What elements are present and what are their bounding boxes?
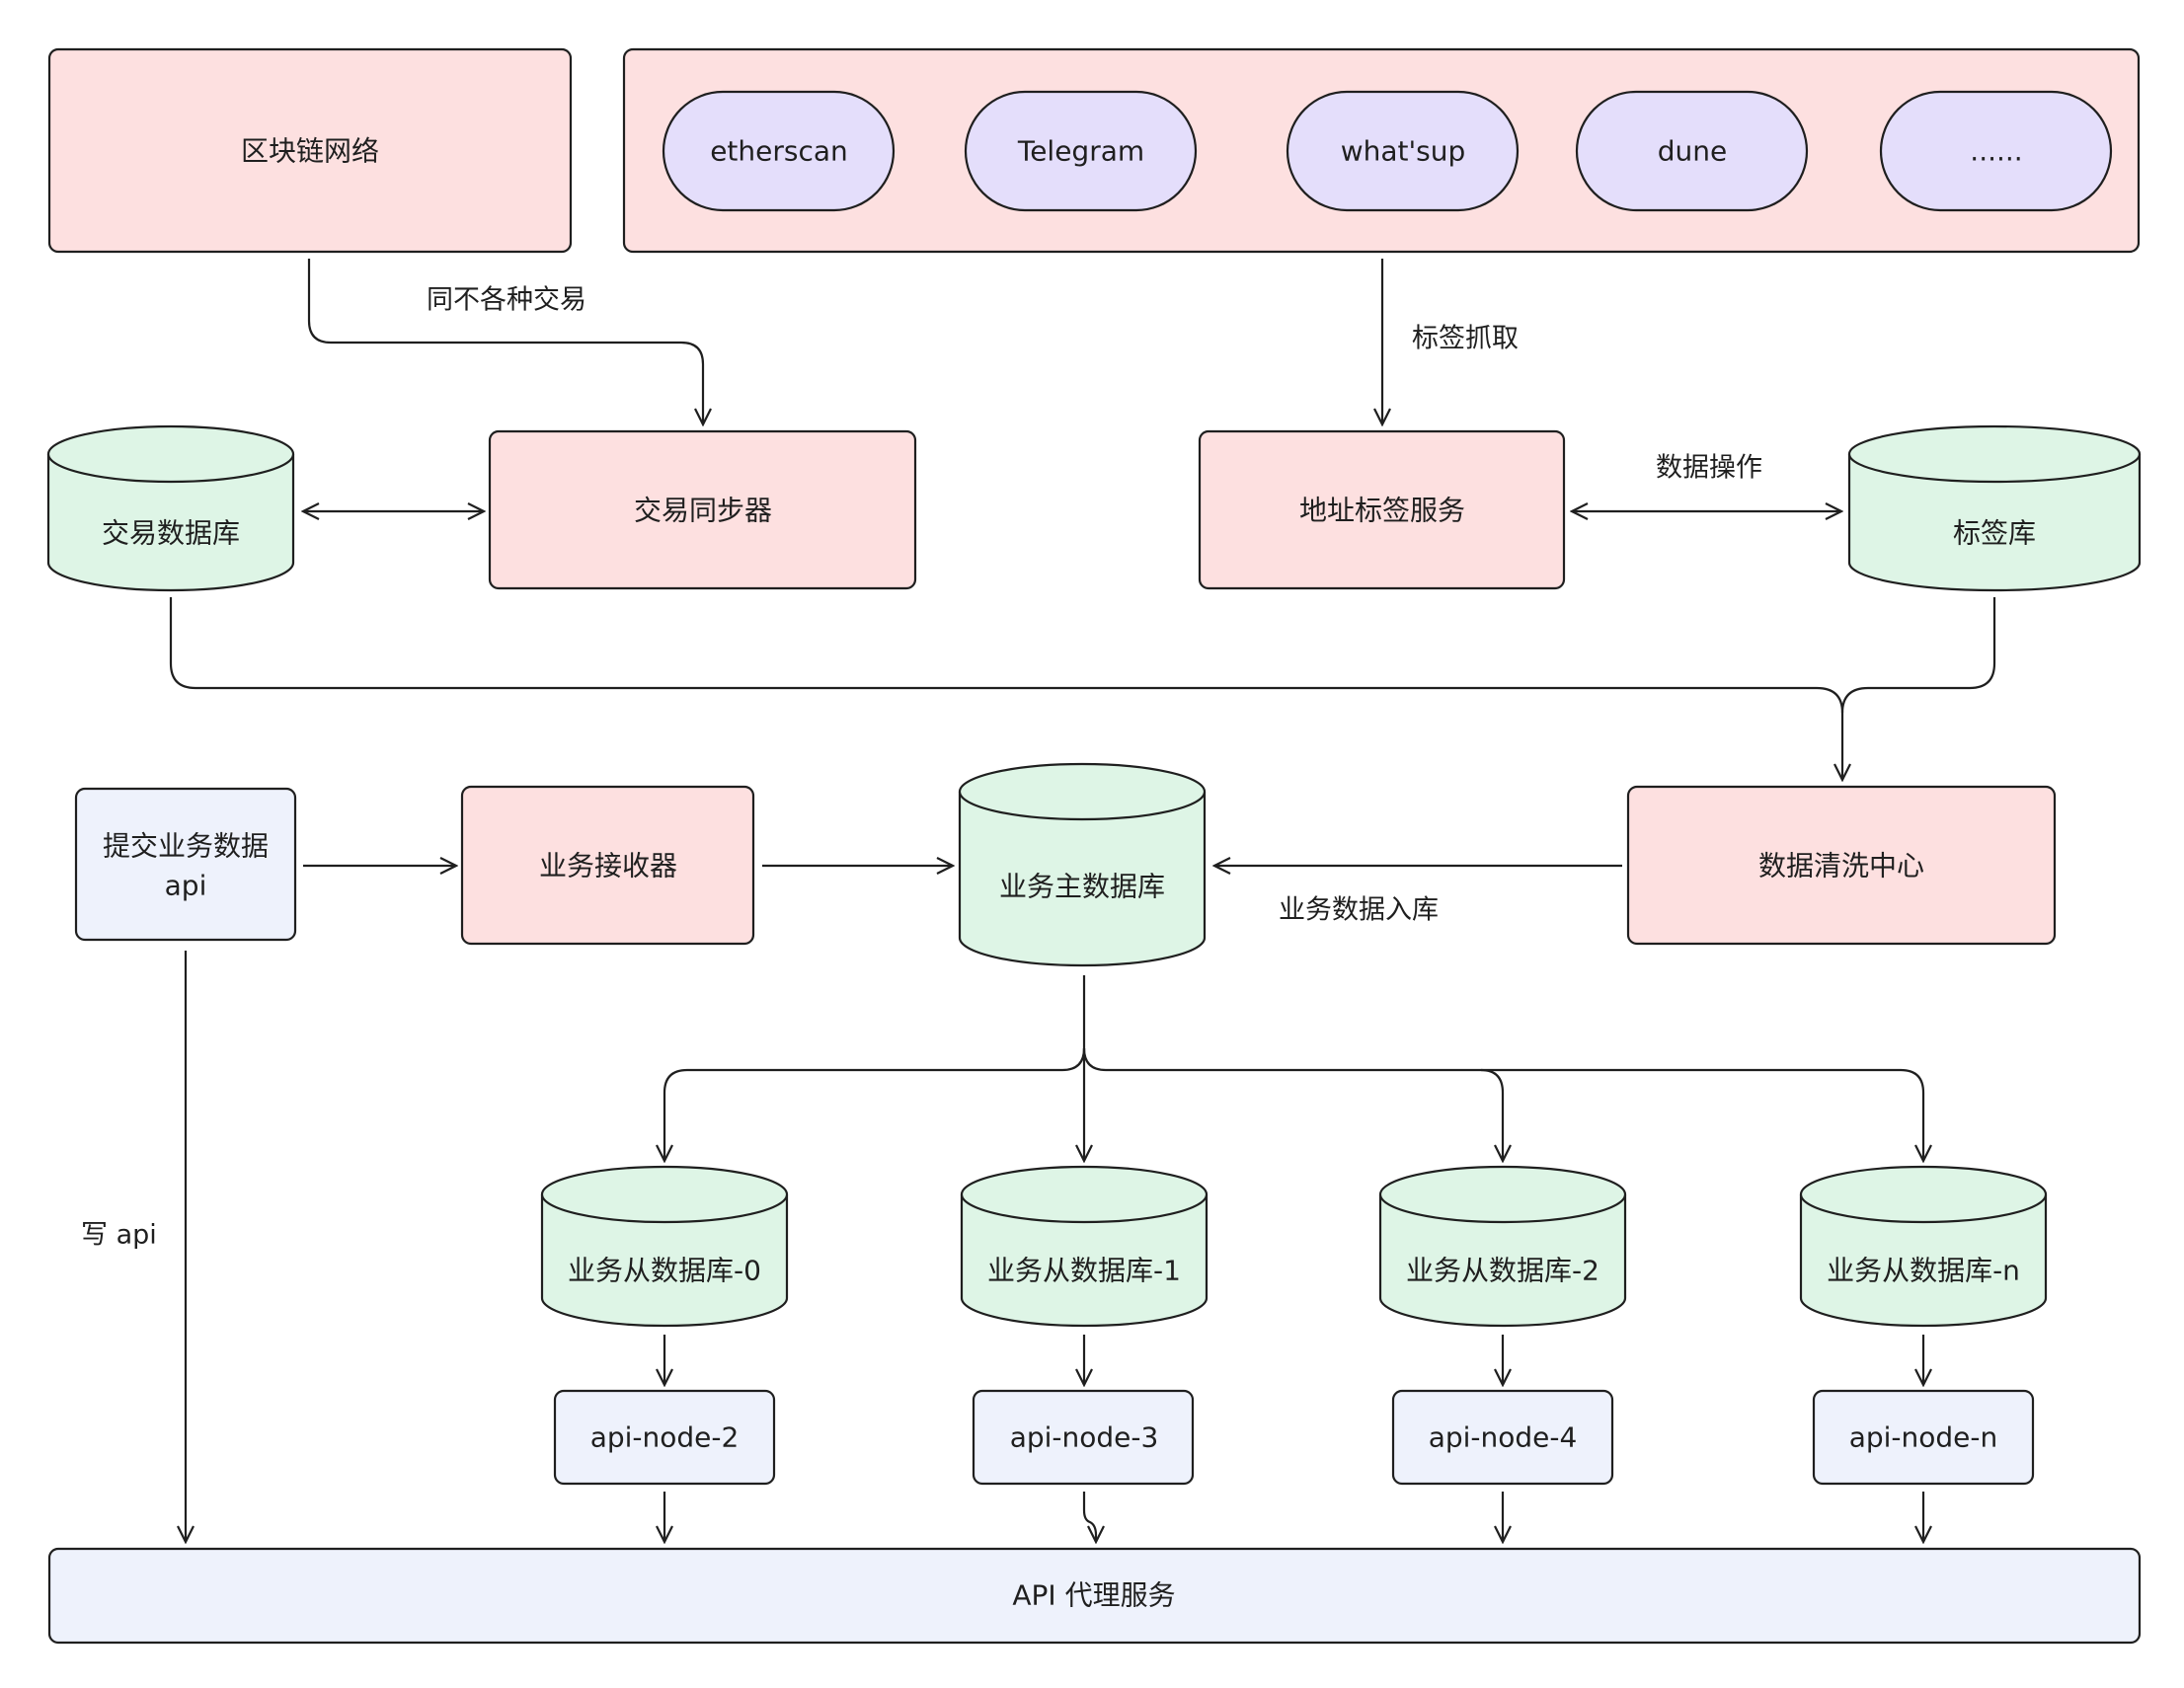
source-etherscan-node [662,90,896,212]
submit-api-label-line1: 提交业务数据 [103,830,269,863]
api-node-3-node [972,1389,1195,1486]
api-node-n-node [1812,1389,2035,1486]
replica-1-label: 业务从数据库-1 [987,1255,1181,1287]
source-dune-node [1575,90,1809,212]
api-node-3-label: api-node-3 [1010,1421,1159,1454]
api-node-4-label: api-node-4 [1429,1421,1578,1454]
data-cleaning-center-label: 数据清洗中心 [1758,850,1924,882]
source-more-node [1879,90,2113,212]
edge-master-to-replica-n [1481,1068,1923,1161]
edge-labels: 同不各种交易 标签抓取 数据操作 业务数据入库 写 api [81,285,1762,1251]
source-telegram-node [964,90,1198,212]
business-replica-db-2-node [1378,1165,1627,1328]
address-label-service-node [1198,429,1566,590]
whatsup-label: what'sup [1341,135,1466,168]
business-receiver-label: 业务接收器 [539,850,677,882]
edge-label-sync-tx: 同不各种交易 [427,285,586,316]
business-receiver-node [460,785,755,946]
edge-node3-to-proxy [1082,1492,1096,1542]
replica-2-label: 业务从数据库-2 [1406,1255,1599,1287]
edge-txdb-to-cleaning [169,597,1842,780]
edge-master-to-replica-2 [1082,1047,1503,1161]
api-proxy-service-label: API 代理服务 [1012,1579,1175,1612]
blockchain-network-node [47,47,573,254]
source-whatsup-node [1286,90,1520,212]
data-cleaning-center-node [1626,785,2057,946]
edge-label-write-api: 写 api [81,1220,157,1251]
label-database-label: 标签库 [1953,517,2036,550]
tx-database-label: 交易数据库 [102,517,240,550]
label-database-node [1847,424,2142,592]
replica-n-label: 业务从数据库-n [1827,1255,2020,1287]
submit-business-data-api-node [74,787,297,942]
api-node-2-label: api-node-2 [590,1421,740,1454]
api-proxy-service-node [47,1547,2142,1645]
replica-0-label: 业务从数据库-0 [568,1255,761,1287]
business-master-db-label: 业务主数据库 [999,871,1165,903]
etherscan-label: etherscan [710,135,848,168]
tx-syncer-node [488,429,917,590]
more-sources-label: ...... [1970,135,2022,168]
business-replica-db-n-node [1799,1165,2048,1328]
node-labels: 区块链网络 etherscan Telegram what'sup dune .… [102,135,2036,1612]
tx-database-node [46,424,295,592]
edge-label-label-crawl: 标签抓取 [1412,324,1519,354]
blockchain-network-label: 区块链网络 [241,135,379,168]
edge-blockchain-to-syncer [307,259,703,424]
business-master-db-node [958,762,1207,967]
edge-label-biz-ingest: 业务数据入库 [1279,895,1439,926]
api-node-2-node [553,1389,776,1486]
connectors [169,259,1996,1542]
submit-api-label-line2: api [165,870,207,902]
business-replica-db-0-node [540,1165,789,1328]
dune-label: dune [1658,135,1728,168]
api-node-n-label: api-node-n [1849,1421,1998,1454]
edge-master-to-replica-0 [664,975,1086,1161]
edge-label-data-ops: 数据操作 [1656,453,1762,484]
business-replica-db-1-node [960,1165,1209,1328]
api-node-4-node [1391,1389,1614,1486]
tx-syncer-label: 交易同步器 [634,495,772,527]
edge-labeldb-to-cleaning [1840,597,1996,714]
nodes [46,47,2142,1645]
address-label-service-label: 地址标签服务 [1299,495,1465,527]
telegram-label: Telegram [1017,135,1144,168]
